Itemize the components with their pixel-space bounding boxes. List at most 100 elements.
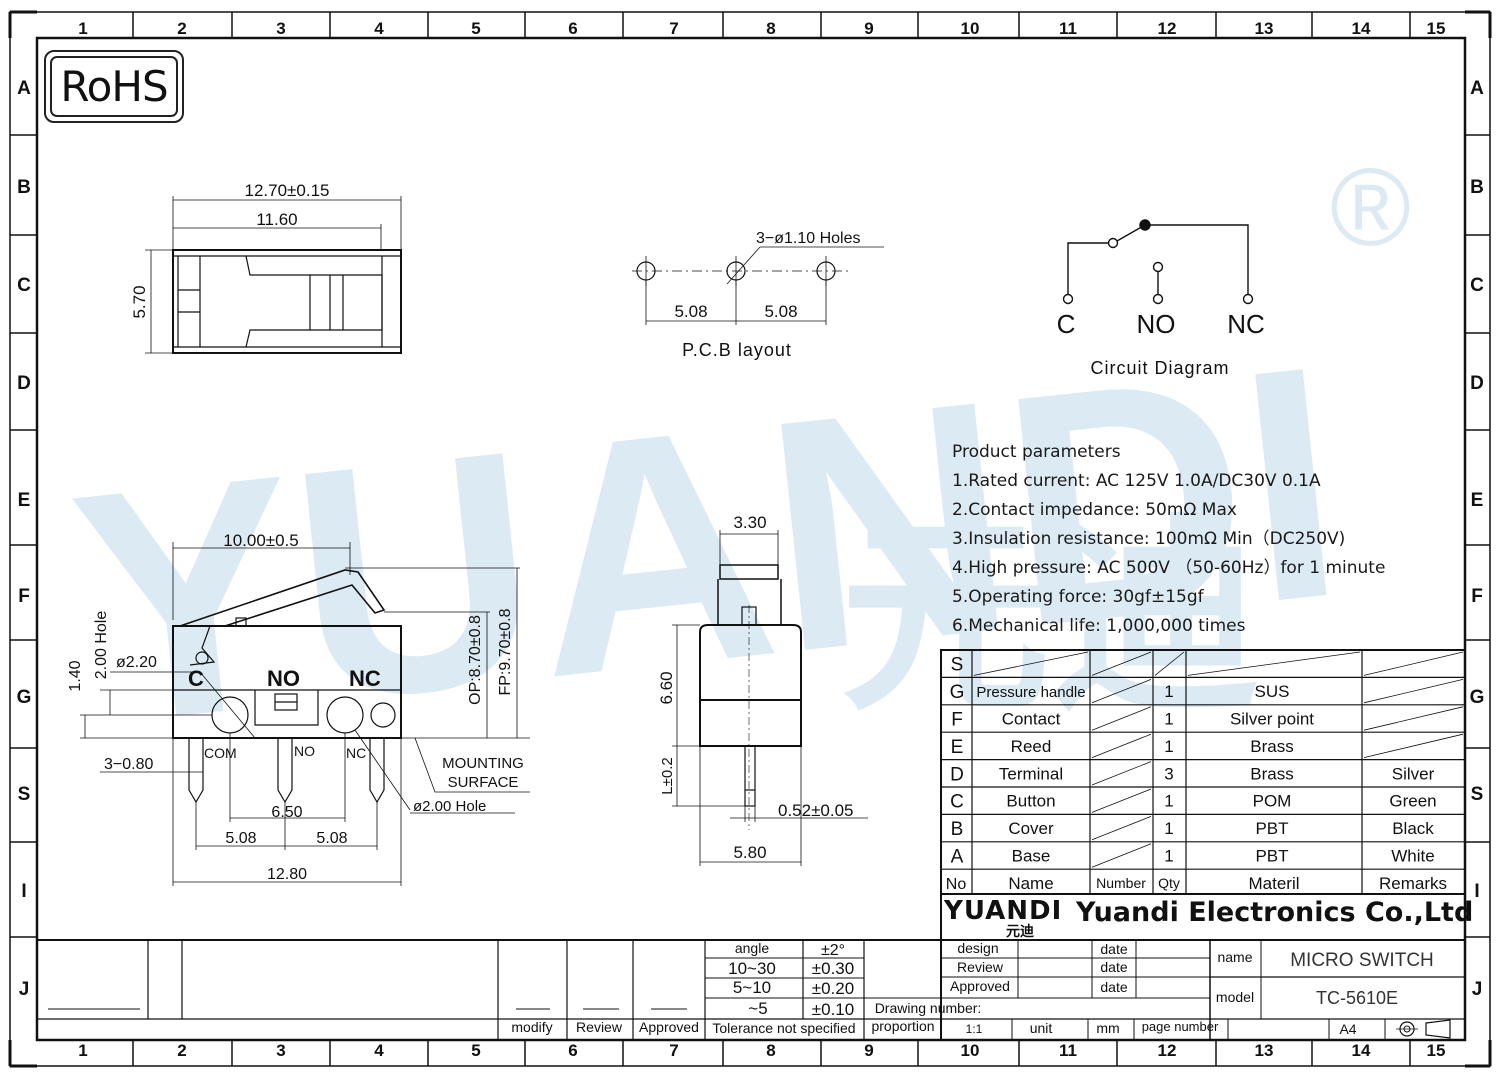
label-nc: NC — [349, 666, 381, 691]
dim-top-overall: 12.70±0.15 — [245, 181, 330, 200]
side-view — [672, 530, 868, 866]
bom-no: G — [950, 682, 965, 703]
dim-pins-width: 3−0.80 — [104, 756, 153, 773]
bom-material: Brass — [1250, 764, 1293, 783]
dim-pitch-left: 5.08 — [225, 830, 256, 847]
bom-qty: 3 — [1164, 764, 1173, 783]
tb-approved2: Approved — [950, 978, 1010, 994]
tb-date-3: date — [1100, 979, 1127, 995]
bom-material: Brass — [1250, 737, 1293, 756]
bom-remarks: Silver — [1392, 764, 1435, 783]
row-label-right: C — [1470, 275, 1484, 296]
pcb-pitch-right: 5.08 — [764, 302, 797, 321]
row-label-left: B — [17, 177, 31, 198]
tb-range1-tol: ±0.30 — [812, 959, 854, 978]
column-label-top: 7 — [669, 19, 678, 38]
tb-name-label: name — [1217, 949, 1252, 965]
top-view — [145, 196, 402, 354]
dim-overall: 12.80 — [267, 866, 307, 883]
bom-header-number: Number — [1096, 875, 1146, 891]
pcb-pitch-left: 5.08 — [674, 302, 707, 321]
bom-no: F — [951, 710, 963, 731]
row-label-right: I — [1474, 881, 1479, 902]
parameter-item: 1.Rated current: AC 125V 1.0A/DC30V 0.1A — [952, 471, 1321, 491]
column-label-bottom: 9 — [864, 1041, 873, 1060]
bom-header-qty: Qty — [1158, 875, 1180, 891]
company-name: Yuandi Electronics Co.,Ltd — [1076, 897, 1474, 928]
circuit-no: NO — [1137, 309, 1176, 339]
dim-side-bottom: 5.80 — [733, 843, 766, 862]
mounting-surface-1: MOUNTING — [442, 755, 524, 772]
parameters-title: Product parameters — [952, 442, 1121, 462]
dim-side-top: 3.30 — [733, 513, 766, 532]
bom-qty: 1 — [1164, 682, 1173, 701]
label-c: C — [188, 666, 204, 691]
bom-material: SUS — [1255, 682, 1290, 701]
tb-range2-tol: ±0.20 — [812, 979, 854, 998]
bom-name: Reed — [1011, 737, 1052, 756]
column-label-bottom: 11 — [1059, 1041, 1077, 1060]
tb-angle: angle — [735, 940, 769, 956]
dim-side-height: 6.60 — [657, 671, 676, 704]
column-labels: 1122334455667788991010111112121313141415… — [78, 19, 1445, 1060]
bom-no: B — [951, 819, 964, 840]
row-label-right: G — [1470, 687, 1485, 708]
watermark-cn: 元迪 — [840, 500, 1260, 735]
bom-no: C — [950, 792, 964, 813]
row-label-left: C — [17, 275, 31, 296]
dim-dia-220: ø2.20 — [116, 654, 157, 671]
tb-review2: Review — [957, 959, 1004, 975]
column-label-top: 1 — [78, 19, 87, 38]
bom-remarks: Black — [1392, 819, 1434, 838]
tb-unit: unit — [1030, 1020, 1053, 1036]
row-label-right: E — [1471, 490, 1484, 511]
tb-angle-tol: ±2° — [821, 942, 845, 959]
dim-140: 1.40 — [67, 660, 84, 691]
dim-hole-dia: ø2.00 Hole — [413, 798, 486, 815]
bom-name: Contact — [1002, 710, 1061, 729]
row-ticks — [10, 134, 1490, 938]
tb-drawing-number: Drawing number: — [875, 1000, 982, 1016]
bom-name: Base — [1012, 847, 1051, 866]
column-label-bottom: 5 — [471, 1041, 480, 1060]
column-label-top: 8 — [766, 19, 775, 38]
row-label-right: A — [1470, 78, 1484, 99]
column-label-top: 9 — [864, 19, 873, 38]
tb-unit-val: mm — [1096, 1020, 1119, 1036]
bom-header: No Name Number Qty Materil Remarks — [946, 874, 1447, 893]
bom-remarks: Green — [1389, 792, 1436, 811]
pcb-layout — [632, 246, 884, 325]
pin-nc: NC — [346, 745, 366, 761]
parameter-item: 4.High pressure: AC 500V （50-60Hz）for 1 … — [952, 558, 1386, 578]
title-block — [37, 893, 1466, 1040]
column-label-top: 10 — [961, 19, 980, 38]
dim-op: OP:8.70±0.8 — [467, 615, 484, 705]
column-label-top: 12 — [1158, 19, 1177, 38]
parameter-item: 5.Operating force: 30gf±15gf — [952, 587, 1204, 607]
circuit-diagram — [1062, 219, 1254, 305]
tb-page-number: page number — [1142, 1019, 1219, 1034]
circuit-label: Circuit Diagram — [1090, 358, 1229, 378]
label-no: NO — [267, 666, 300, 691]
bom-qty: 1 — [1164, 847, 1173, 866]
bom-header-materil: Materil — [1248, 874, 1299, 893]
bom-qty: 1 — [1164, 737, 1173, 756]
column-label-top: 13 — [1255, 19, 1274, 38]
frame — [8, 10, 1492, 1068]
dim-pitch-right: 5.08 — [316, 830, 347, 847]
parameter-item: 2.Contact impedance: 50mΩ Max — [952, 500, 1237, 520]
row-label-left: J — [19, 979, 30, 1000]
parameter-item: 6.Mechanical life: 1,000,000 times — [952, 616, 1246, 636]
column-label-top: 6 — [568, 19, 577, 38]
row-label-left: S — [18, 784, 31, 805]
column-label-bottom: 7 — [669, 1041, 678, 1060]
tb-range3-tol: ±0.10 — [812, 1000, 854, 1019]
dim-hole-200: 2.00 Hole — [93, 611, 110, 680]
bom-material: Silver point — [1230, 710, 1314, 729]
row-label-right: D — [1470, 373, 1484, 394]
circuit-c: C — [1057, 309, 1076, 339]
bom-no: E — [951, 737, 964, 758]
